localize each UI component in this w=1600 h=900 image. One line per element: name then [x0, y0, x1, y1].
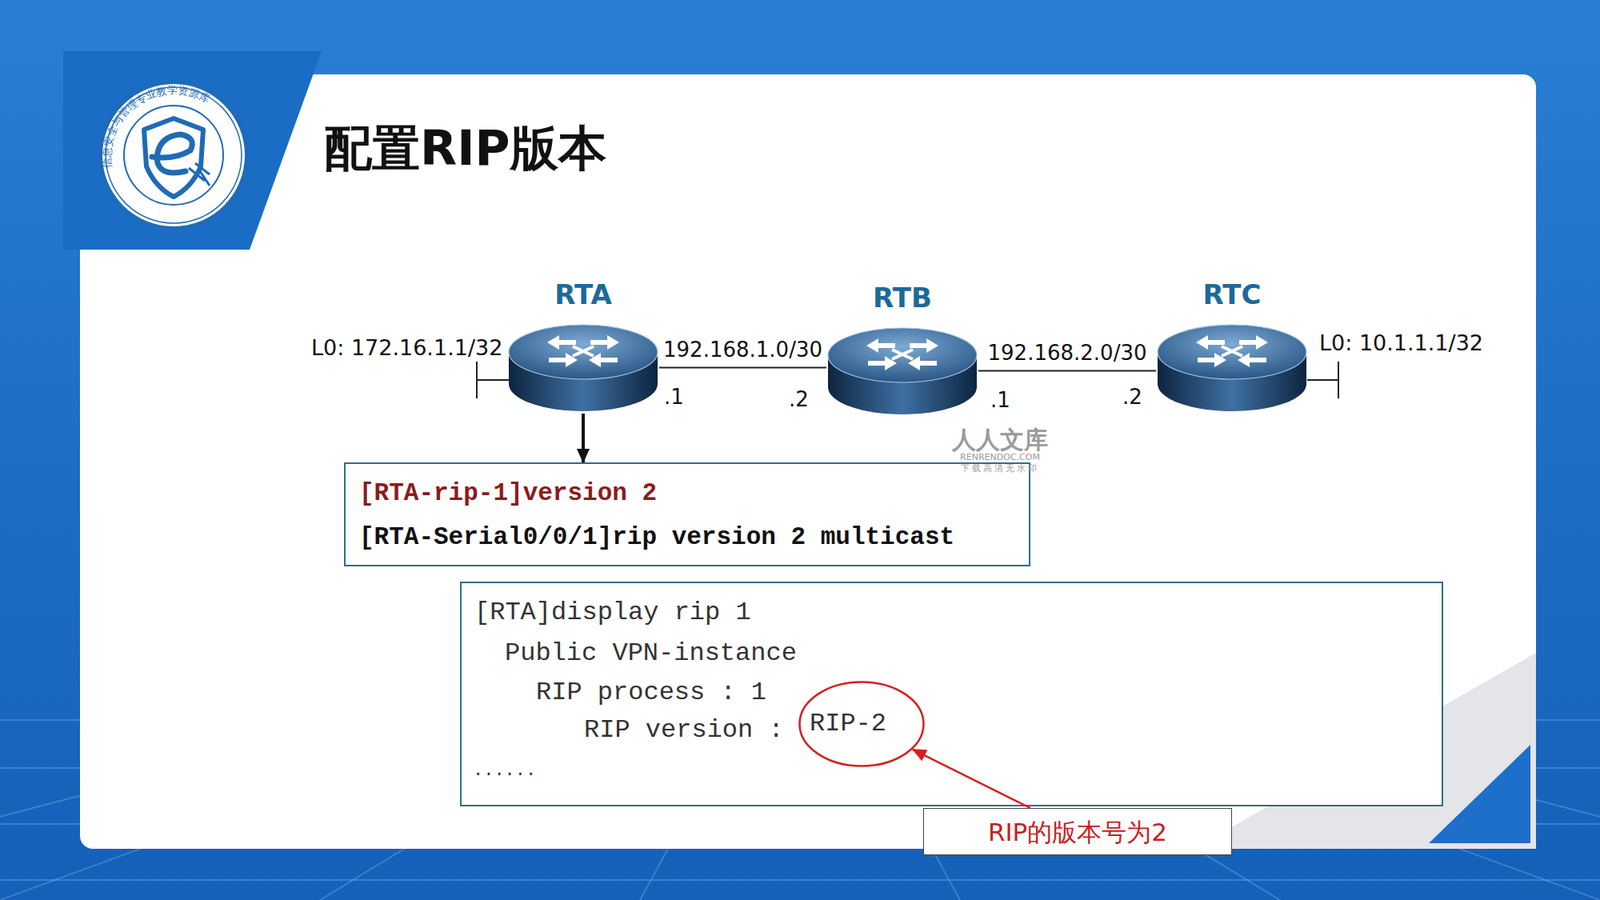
callout-box: RIP的版本号为2	[923, 808, 1232, 856]
loopback-address: L0: 10.1.1.1/32	[1319, 330, 1484, 356]
node-text: RIP process : 1	[536, 678, 767, 708]
router: RTA	[507, 321, 660, 414]
node-text: RIP version :	[584, 716, 784, 745]
router-icon	[826, 324, 979, 417]
router-name: RTB	[826, 281, 979, 314]
node-text: RIP的版本号为2	[924, 816, 1232, 848]
link-line	[978, 370, 1156, 372]
logo-band	[63, 51, 322, 250]
node-text: RIP-2	[809, 709, 887, 739]
logo: 信息安全与管理专业教学资源库	[100, 82, 247, 228]
router-name: RTC	[1156, 278, 1308, 311]
loopback-address: L0: 172.16.1.1/32	[311, 335, 503, 360]
watermark: RENRENDOC.COM	[920, 452, 1080, 463]
subnet-label: 192.168.1.0/30	[663, 337, 823, 362]
router: RTC	[1156, 321, 1308, 414]
highlight-ellipse: RIP-2	[798, 680, 925, 768]
interface-address: .1	[990, 388, 1011, 412]
router: RTB	[826, 324, 979, 417]
node-text: Public VPN-instance	[504, 639, 797, 668]
node-text: [RTA-Serial0/0/1]rip version 2 multicast	[359, 523, 955, 552]
node-text: ......	[472, 760, 536, 782]
slide-title: 配置RIP版本	[324, 116, 607, 182]
watermark: 人人文库	[920, 424, 1080, 457]
link-line	[659, 367, 827, 369]
interface-address: .2	[788, 387, 809, 412]
pointer-arrow	[581, 413, 585, 463]
watermark: 下载高清无水印	[920, 462, 1080, 475]
node-text: [RTA-rip-1]version 2	[359, 479, 657, 508]
output-box: [RTA]display rip 1 Public VPN-instanceRIP…	[460, 581, 1444, 807]
config-box: [RTA-rip-1]version 2 [RTA-Serial0/0/1]rip…	[344, 462, 1031, 567]
interface-address: .2	[1122, 384, 1143, 409]
content-card	[80, 74, 1536, 849]
pointer-arrow	[912, 749, 1031, 808]
subnet-label: 192.168.2.0/30	[988, 340, 1148, 365]
router-icon	[507, 321, 660, 414]
interface-address: .1	[664, 384, 684, 409]
router-icon	[1156, 321, 1308, 414]
router-name: RTA	[507, 278, 660, 311]
corner-triangle	[1428, 744, 1531, 844]
node-text: [RTA]display rip 1	[474, 598, 752, 628]
